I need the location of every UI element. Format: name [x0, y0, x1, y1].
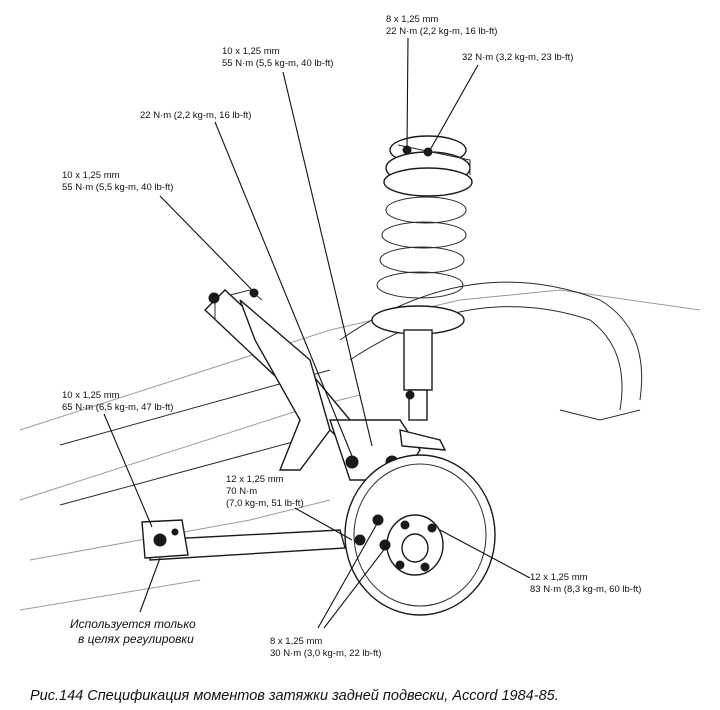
figure-caption: Рис.144 Спецификация моментов затяжки за… — [30, 688, 559, 704]
top-bolt-torque: 22 N·m (2,2 kg-m, 16 lb-ft) — [386, 26, 497, 37]
torque-labels: 8 x 1,25 mm 22 N·m (2,2 kg-m, 16 lb-ft) … — [62, 14, 641, 659]
knuckle-bolt-size: 12 x 1,25 mm — [226, 474, 284, 485]
lower-arm-bolt-torque: 65 N·m (6,5 kg-m, 47 lb-ft) — [62, 402, 173, 413]
backplate-bolt-size: 8 x 1,25 mm — [270, 636, 322, 647]
backplate-bolt-torque: 30 N·m (3,0 kg-m, 22 lb-ft) — [270, 648, 381, 659]
lower-control-arm — [141, 519, 346, 561]
fender-arch — [339, 281, 643, 421]
top-bolt-size: 8 x 1,25 mm — [386, 14, 438, 25]
adjust-note-line1: Используется только — [70, 617, 196, 631]
upper-arm-bolt-torque: 55 N·m (5,5 kg-m, 40 lb-ft) — [222, 58, 333, 69]
arm-pivot-bolt-torque: 55 N·m (5,5 kg-m, 40 lb-ft) — [62, 182, 173, 193]
knuckle-bolt-torque: 70 N·m — [226, 486, 257, 497]
upper-arm-bolt-size: 10 x 1,25 mm — [222, 46, 280, 57]
lower-arm-bolt-size: 10 x 1,25 mm — [62, 390, 120, 401]
arm-pivot-bolt-size: 10 x 1,25 mm — [62, 170, 120, 181]
brake-drum — [344, 454, 496, 616]
hub-nut-torque: 83 N·m (8,3 kg-m, 60 lb-ft) — [530, 584, 641, 595]
hub-nut-size: 12 x 1,25 mm — [530, 572, 588, 583]
adjust-note-line2: в целях регулировки — [78, 632, 194, 646]
adjustment-note: Используется только в целях регулировки — [70, 617, 196, 646]
trailing-arm — [203, 288, 351, 471]
body-outline — [19, 289, 701, 611]
leader-lines — [103, 37, 531, 629]
coil-spring-strut — [371, 135, 473, 421]
link-bolt-torque: 22 N·m (2,2 kg-m, 16 lb-ft) — [140, 110, 251, 121]
top-nut-torque: 32 N·m (3,2 kg-m, 23 lb-ft) — [462, 52, 573, 63]
knuckle-bolt-torque-alt: (7,0 kg-m, 51 lb-ft) — [226, 498, 304, 509]
